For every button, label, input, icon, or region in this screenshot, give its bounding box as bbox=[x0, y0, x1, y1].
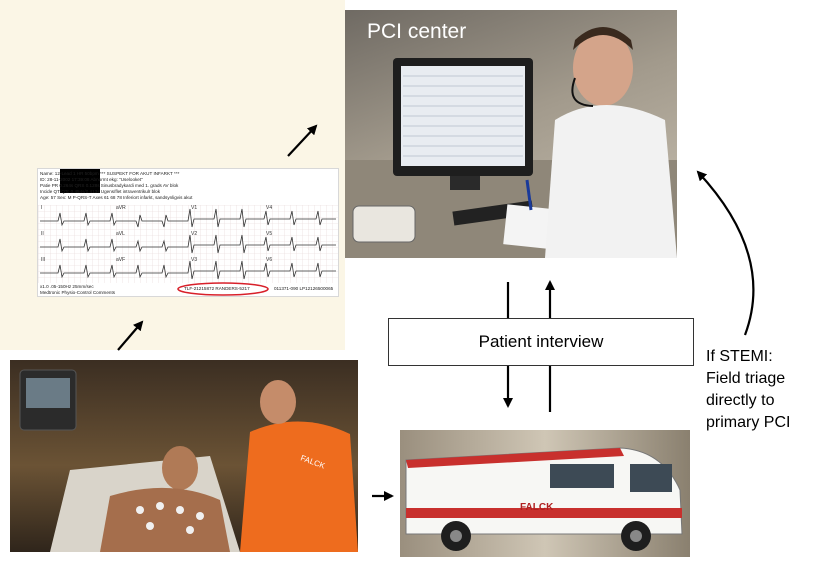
lead-label: II bbox=[41, 231, 44, 237]
lead-label: aVL bbox=[116, 231, 125, 237]
white-coat bbox=[545, 105, 677, 258]
ecg-footer: x1.0 .05-150Hz 25mm/sec bbox=[40, 284, 94, 289]
arrow-ecg-to-pci bbox=[287, 124, 318, 157]
ecg-header-line: Name: 12-Lead 1 HR 50bpm *** SUSPEKT FOR… bbox=[40, 171, 180, 176]
stemi-triage-note: If STEMI: Field triage directly to prima… bbox=[706, 348, 791, 431]
patient-head bbox=[162, 446, 198, 490]
patient-interview-label: Patient interview bbox=[478, 332, 604, 351]
ecg-trailing-id: 011371-090 LP12126500065 bbox=[274, 286, 334, 291]
ecg-phone-id: TLF-21215872 RANDERS-5217 bbox=[184, 286, 250, 291]
pci-center-title: PCI center bbox=[367, 20, 467, 43]
ambulance-interior-photo: FALCK bbox=[10, 360, 358, 552]
patient-interview-box: Patient interview bbox=[388, 318, 694, 366]
ecg-printout: Name: 12-Lead 1 HR 50bpm *** SUSPEKT FOR… bbox=[37, 168, 339, 297]
arrow-ambulance-to-ecg bbox=[117, 320, 144, 351]
lead-label: III bbox=[41, 257, 45, 263]
lead-label: I bbox=[41, 205, 42, 211]
lead-label: V6 bbox=[266, 257, 272, 263]
highlight-circle bbox=[177, 282, 269, 296]
operator-head bbox=[573, 30, 633, 106]
lead-label: V4 bbox=[266, 205, 272, 211]
pci-center-photo: PCI center bbox=[345, 10, 677, 258]
lead-label: aVR bbox=[116, 205, 126, 211]
ecg-header-line: Age: 57 Sex: M P-QRS-T Axes 61 68 78 Inf… bbox=[40, 195, 193, 200]
pen bbox=[525, 179, 533, 211]
ecg-traces bbox=[40, 208, 336, 280]
lead-label: V5 bbox=[266, 231, 272, 237]
ecg-header-line: ID: 28-11-2002 17:39:08 Abnormt ekg: "Us… bbox=[40, 177, 143, 182]
ecg-header-line: Incide QT/QTc 0.454s/0.413s Ugens/flet i… bbox=[40, 189, 161, 194]
paramedic-head bbox=[260, 380, 296, 424]
ambulance-van-photo: FALCK bbox=[400, 430, 690, 557]
arrow-stemi-to-pci bbox=[696, 170, 755, 336]
lead-label: V3 bbox=[191, 257, 197, 263]
lead-label: V2 bbox=[191, 231, 197, 237]
patient-torso bbox=[100, 487, 230, 552]
lead-label: V1 bbox=[191, 205, 197, 211]
ecg-footer: Medtronic Physio-Control Comments bbox=[40, 290, 116, 295]
van-label: FALCK bbox=[520, 502, 554, 513]
lead-label: aVF bbox=[116, 257, 125, 263]
redacted-name-block bbox=[60, 169, 100, 193]
ecg-header-line: Patie PR 0.264s QRS 0.128s Sinusbradykar… bbox=[40, 183, 179, 188]
paramedic-jacket bbox=[240, 421, 358, 552]
headset bbox=[571, 77, 594, 107]
desk-phone bbox=[352, 205, 416, 243]
